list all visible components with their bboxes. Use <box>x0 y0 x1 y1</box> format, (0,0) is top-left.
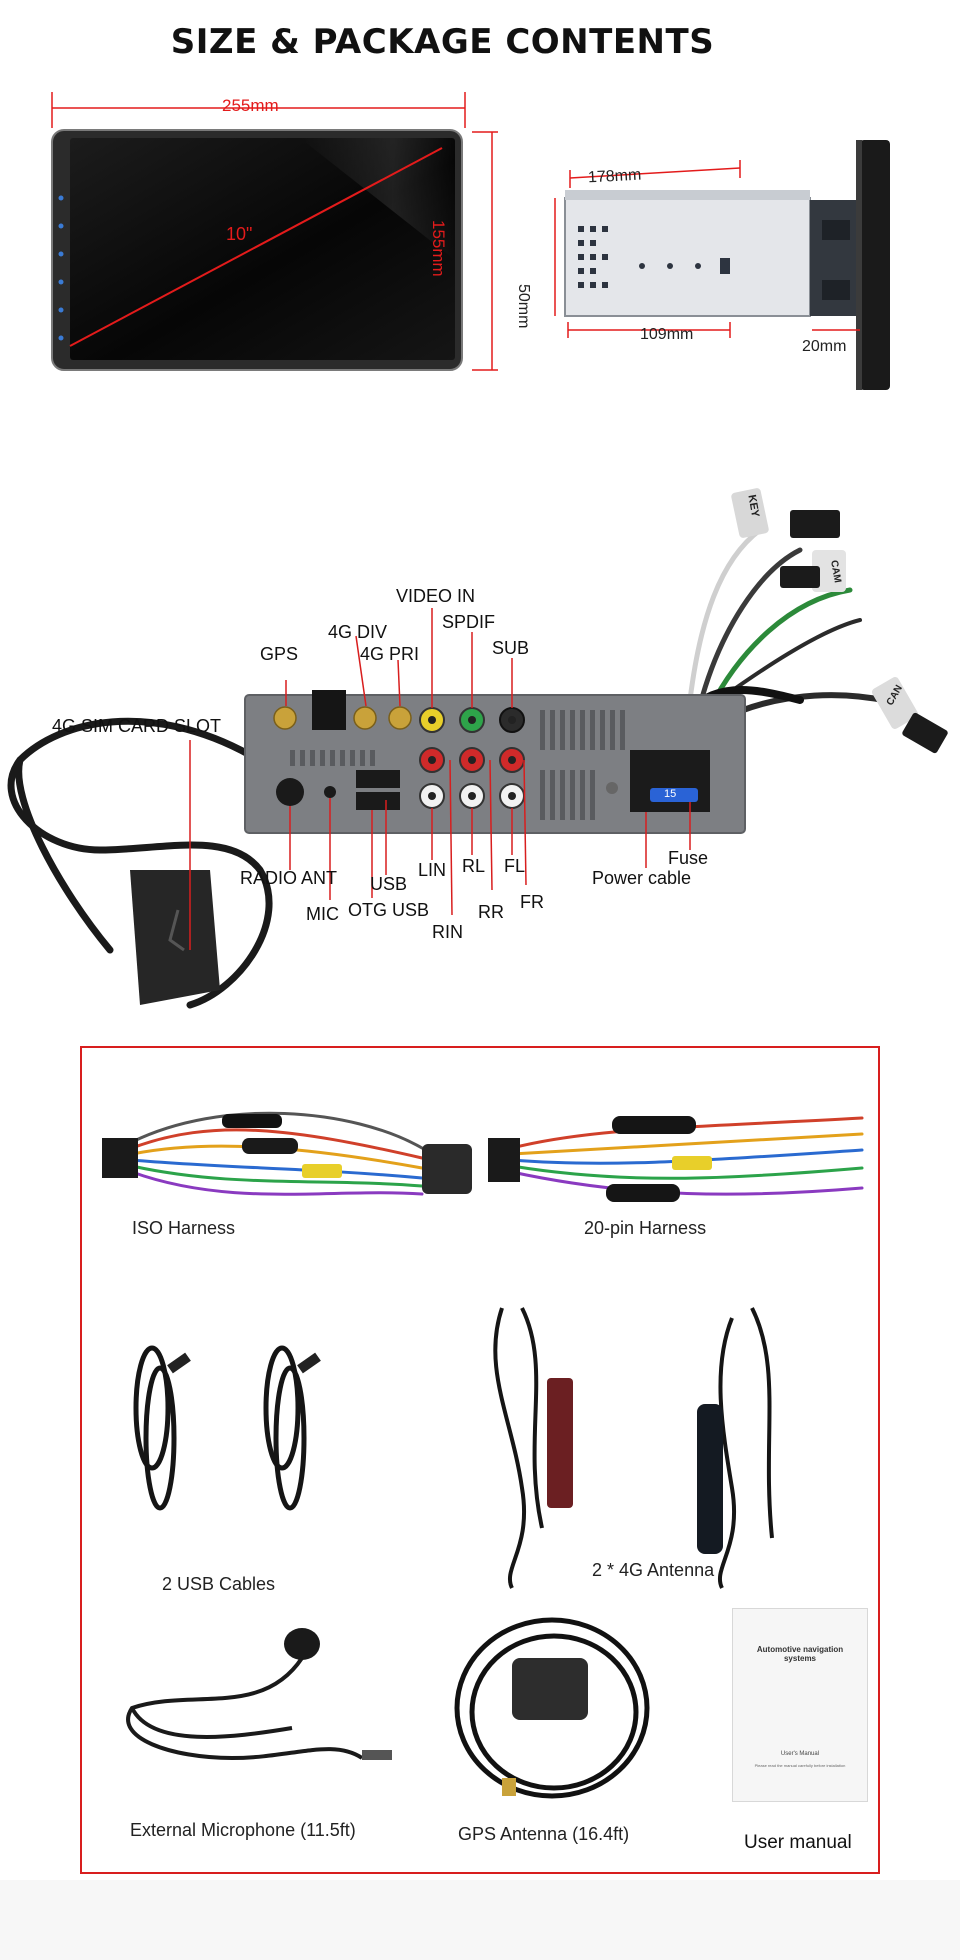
label-usb: USB <box>370 874 408 894</box>
label-antenna-4g: 2 * 4G Antenna <box>592 1560 715 1580</box>
depth-side-dimension: 50mm <box>515 284 532 329</box>
label-mic: MIC <box>306 904 339 924</box>
label-iso-harness: ISO Harness <box>132 1218 236 1238</box>
user-manual-image: Automotive navigation systems User's Man… <box>732 1608 868 1802</box>
label-microphone: External Microphone (11.5ft) <box>130 1820 356 1840</box>
height-dimension: 155mm <box>429 220 448 277</box>
iso-harness-image <box>102 1111 472 1196</box>
label-video-in: VIDEO IN <box>396 586 476 606</box>
package-contents-frame: ISO Harness 20-pin Harness 2 USB Cables <box>80 1046 880 1874</box>
label-4g-div: 4G DIV <box>328 622 388 642</box>
usb-cables-image <box>133 1345 321 1511</box>
label-rl: RL <box>462 856 486 876</box>
gps-antenna-image <box>454 1617 650 1799</box>
label-fuse: Fuse <box>668 848 709 868</box>
rear-panel-illustration <box>7 488 948 1009</box>
manual-cover-note: Please read the manual carefully before … <box>754 1763 846 1768</box>
label-radio-ant: RADIO ANT <box>240 868 338 888</box>
label-spdif: SPDIF <box>442 612 496 632</box>
label-rin: RIN <box>432 922 463 942</box>
side-view-illustration <box>554 140 890 390</box>
depth-top-dimension: 178mm <box>587 166 642 187</box>
width-dimension: 255mm <box>222 96 279 115</box>
front-screen-illustration <box>51 92 498 371</box>
microphone-image <box>126 1628 392 1761</box>
manual-cover-sub: User's Manual <box>780 1751 820 1757</box>
page-title: SIZE & PACKAGE CONTENTS <box>170 22 715 62</box>
label-fr: FR <box>520 892 544 912</box>
label-sub: SUB <box>492 638 530 658</box>
label-lin: LIN <box>418 860 447 880</box>
label-gps-antenna: GPS Antenna (16.4ft) <box>458 1824 630 1844</box>
label-user-manual: User manual <box>744 1832 852 1853</box>
label-otg-usb: OTG USB <box>348 900 430 920</box>
antenna-4g-image <box>493 1307 774 1589</box>
fuse-value: 15 <box>664 788 677 800</box>
depth-bottom-dimension: 109mm <box>640 326 694 343</box>
label-4g-pri: 4G PRI <box>360 644 420 664</box>
diagonal-dimension: 10" <box>226 224 253 244</box>
label-rr: RR <box>478 902 504 922</box>
manual-cover-title: Automotive navigation systems <box>756 1645 844 1663</box>
label-gps: GPS <box>260 644 299 664</box>
label-power-cable: Power cable <box>592 868 692 888</box>
label-usb-cables: 2 USB Cables <box>162 1574 276 1594</box>
label-fl: FL <box>504 856 526 876</box>
front-thickness-dimension: 20mm <box>802 338 847 355</box>
bottom-band <box>0 1880 960 1960</box>
pin-harness-image <box>488 1116 864 1202</box>
label-sim-slot: 4G SIM CARD SLOT <box>52 716 222 736</box>
label-pin-harness: 20-pin Harness <box>584 1218 707 1238</box>
